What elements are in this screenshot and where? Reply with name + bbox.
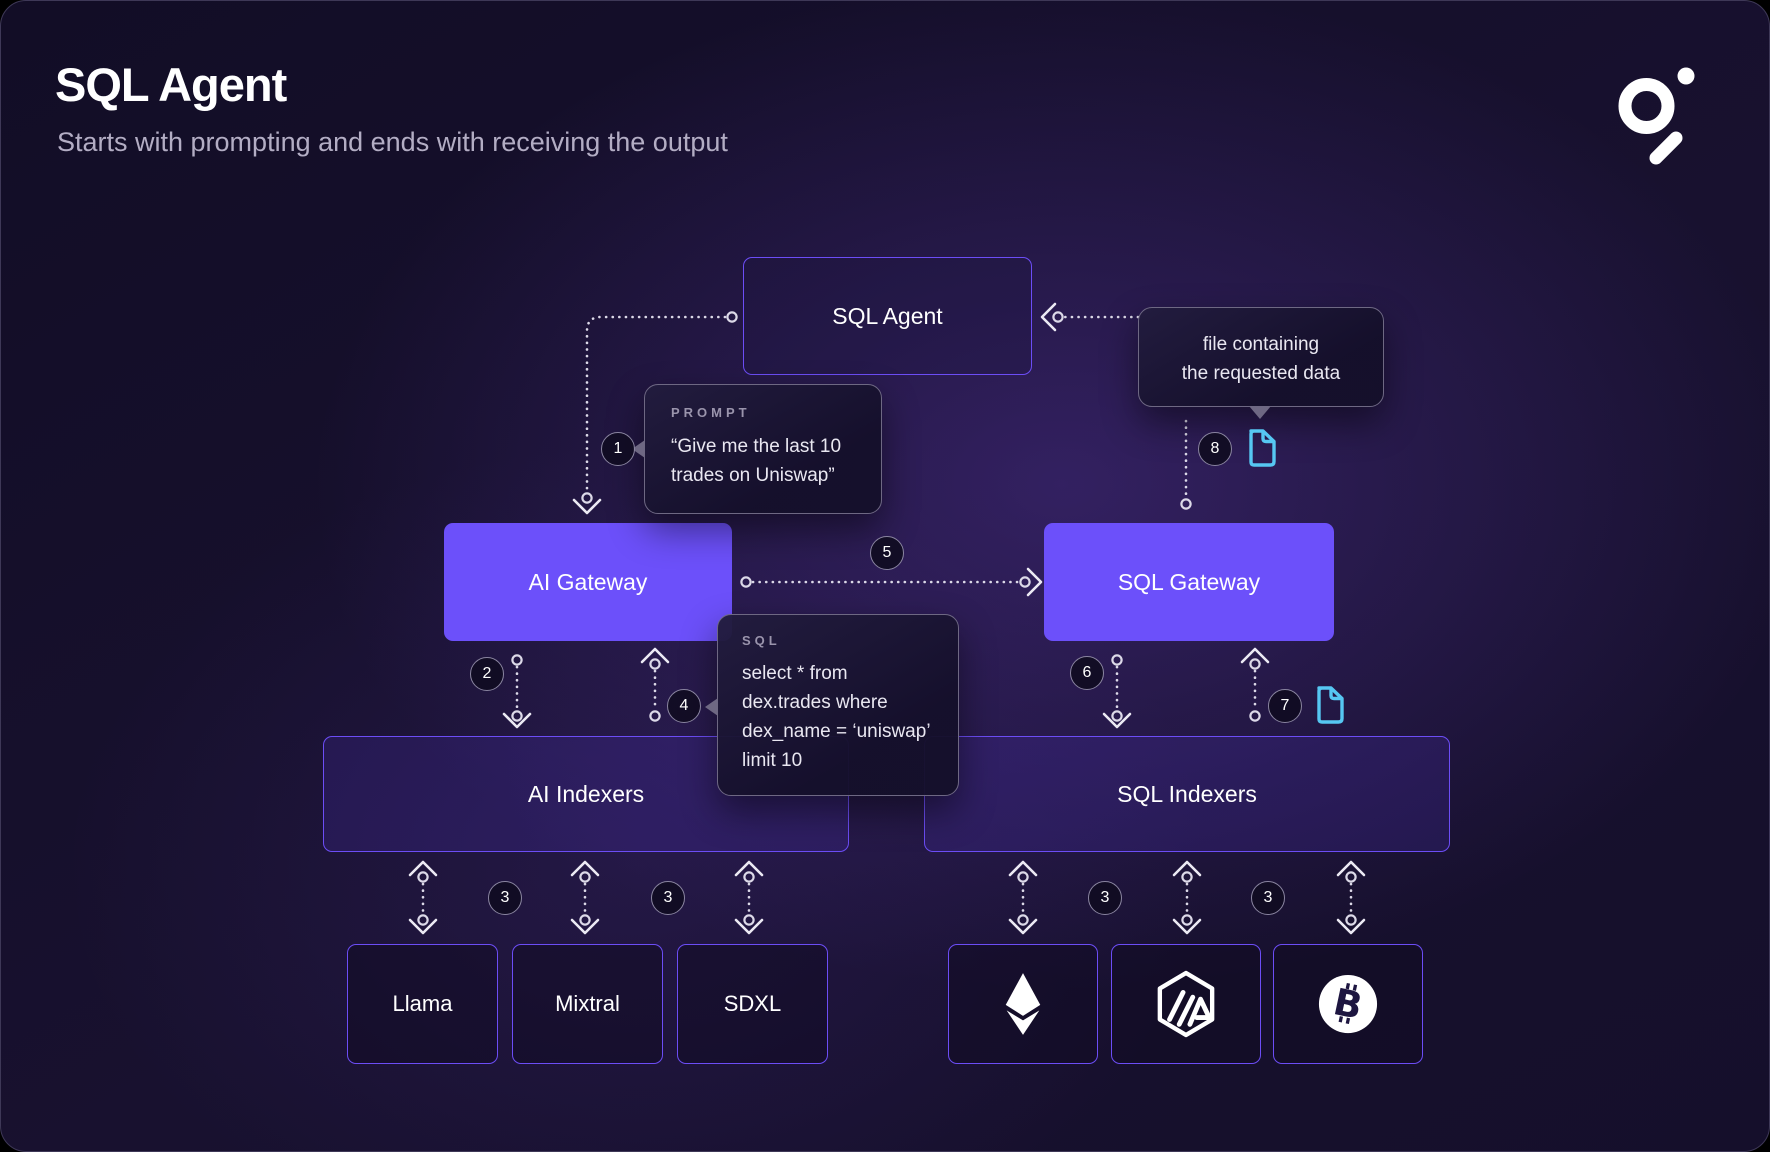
node-arbitrum (1111, 944, 1261, 1064)
node-mixtral: Mixtral (512, 944, 663, 1064)
node-bitcoin: B (1273, 944, 1423, 1064)
arrow-indexer-chain-3 (1336, 860, 1366, 935)
arrow-sql-gateway-to-sql-indexers (1102, 654, 1132, 729)
page-subtitle: Starts with prompting and ends with rece… (57, 127, 728, 157)
tooltip-prompt-line: trades on Uniswap” (671, 465, 835, 486)
tooltip-prompt: PROMPT “Give me the last 10 trades on Un… (632, 384, 882, 514)
step-badge-5: 5 (870, 536, 904, 570)
arrow-indexer-chain-1 (1008, 860, 1038, 935)
node-sql-gateway: SQL Gateway (1044, 523, 1334, 641)
step-badge-4: 4 (667, 689, 701, 723)
step-badge-7: 7 (1268, 689, 1302, 723)
the-graph-logo (1618, 67, 1695, 165)
node-ai-gateway: AI Gateway (444, 523, 732, 641)
node-ethereum (948, 944, 1098, 1064)
tooltip-file: file containing the requested data (1138, 307, 1384, 419)
arrow-indexer-chain-2 (1172, 860, 1202, 935)
file-icon (1249, 429, 1276, 467)
arrow-ai-gateway-to-sql-gateway (740, 567, 1043, 597)
arrow-sql-gateway-to-file (1180, 419, 1192, 510)
tooltip-sql-line: dex_name = ‘uniswap’ (742, 721, 931, 742)
tooltip-sql-line: select * from (742, 663, 848, 684)
tooltip-pointer (705, 698, 718, 716)
node-sdxl: SDXL (677, 944, 828, 1064)
tooltip-sql-label: SQL (742, 633, 781, 648)
node-llama: Llama (347, 944, 498, 1064)
node-sql-agent: SQL Agent (743, 257, 1032, 375)
arbitrum-icon (1157, 970, 1215, 1038)
page-title: SQL Agent (55, 58, 287, 111)
tooltip-pointer (1249, 406, 1271, 419)
tooltip-prompt-line: “Give me the last 10 (671, 436, 842, 457)
arrow-indexer-model-1 (408, 860, 438, 935)
node-sql-indexers: SQL Indexers (924, 736, 1450, 852)
arrow-file-to-agent (1040, 302, 1140, 332)
step-badge-3: 3 (488, 881, 522, 915)
ethereum-icon (1005, 973, 1041, 1035)
tooltip-sql: SQL select * from dex.trades where dex_n… (705, 614, 959, 796)
arrow-indexer-model-2 (570, 860, 600, 935)
step-badge-6: 6 (1070, 656, 1104, 690)
tooltip-sql-line: limit 10 (742, 750, 803, 771)
tooltip-file-line: file containing (1202, 334, 1320, 355)
step-badge-2: 2 (470, 657, 504, 691)
tooltip-prompt-label: PROMPT (671, 405, 751, 420)
step-badge-3: 3 (651, 881, 685, 915)
bitcoin-icon: B (1318, 974, 1378, 1034)
step-badge-3: 3 (1251, 881, 1285, 915)
tooltip-file-line: the requested data (1181, 363, 1341, 384)
arrow-ai-gateway-to-ai-indexers (502, 654, 532, 729)
arrow-ai-indexers-to-ai-gateway (640, 647, 670, 722)
arrow-sql-indexers-to-sql-gateway (1240, 647, 1270, 722)
file-icon (1317, 686, 1344, 724)
arrow-indexer-model-3 (734, 860, 764, 935)
tooltip-sql-line: dex.trades where (742, 692, 888, 713)
step-badge-8: 8 (1198, 432, 1232, 466)
step-badge-3: 3 (1088, 881, 1122, 915)
step-badge-1: 1 (601, 432, 635, 466)
